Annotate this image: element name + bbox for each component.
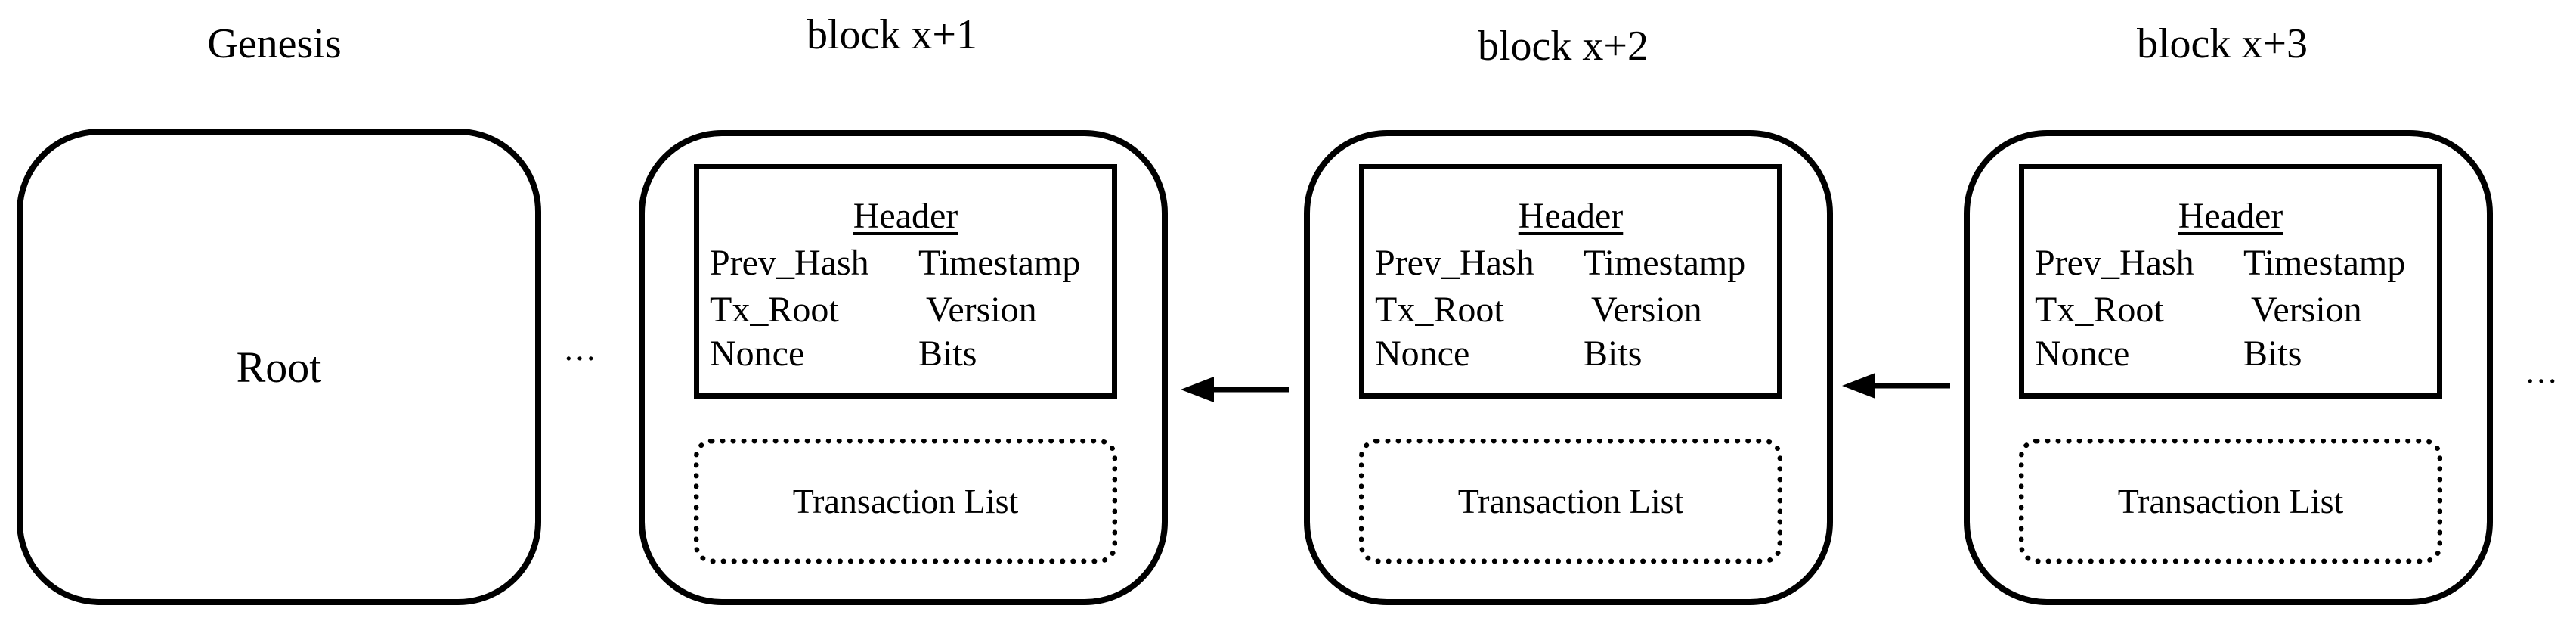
transaction-list-label: Transaction List: [2117, 482, 2344, 520]
block-x2: Header Prev_Hash Timestamp Tx_Root Versi…: [1304, 130, 1833, 605]
bits-field: Bits: [1584, 334, 1643, 374]
block-header: Header Prev_Hash Timestamp Tx_Root Versi…: [1359, 164, 1782, 399]
arrow-left-icon: [1842, 373, 1950, 399]
arrow-left-icon: [1181, 377, 1289, 402]
bits-field: Bits: [918, 334, 977, 374]
timestamp-field: Timestamp: [918, 243, 1081, 283]
tx-root-field: Tx_Root: [710, 290, 839, 330]
block-header: Header Prev_Hash Timestamp Tx_Root Versi…: [2019, 164, 2442, 399]
block-x1-title: block x+1: [807, 11, 977, 58]
nonce-field: Nonce: [2035, 334, 2130, 374]
block-x3-title: block x+3: [2137, 20, 2308, 67]
genesis-block: Root: [17, 129, 541, 605]
transaction-list-label: Transaction List: [1457, 482, 1684, 520]
timestamp-field: Timestamp: [1584, 243, 1746, 283]
transaction-list-box: Transaction List: [2019, 439, 2442, 564]
transaction-list-box: Transaction List: [694, 439, 1117, 564]
bits-field: Bits: [2243, 334, 2302, 374]
block-x2-title: block x+2: [1478, 23, 1649, 70]
header-title: Header: [853, 196, 958, 236]
header-title: Header: [2178, 196, 2283, 236]
transaction-list-label: Transaction List: [792, 482, 1019, 520]
prev-hash-field: Prev_Hash: [2035, 243, 2194, 283]
version-field: Version: [926, 290, 1037, 330]
nonce-field: Nonce: [1375, 334, 1470, 374]
tx-root-field: Tx_Root: [2035, 290, 2164, 330]
nonce-field: Nonce: [710, 334, 805, 374]
block-x1: Header Prev_Hash Timestamp Tx_Root Versi…: [639, 130, 1168, 605]
header-title: Header: [1518, 196, 1624, 236]
genesis-title: Genesis: [207, 20, 342, 67]
transaction-list-box: Transaction List: [1359, 439, 1782, 564]
version-field: Version: [2251, 290, 2362, 330]
prev-hash-field: Prev_Hash: [1375, 243, 1534, 283]
tx-root-field: Tx_Root: [1375, 290, 1504, 330]
block-header: Header Prev_Hash Timestamp Tx_Root Versi…: [694, 164, 1117, 399]
version-field: Version: [1591, 290, 1702, 330]
ellipsis-left: …: [563, 331, 596, 368]
root-label: Root: [236, 342, 322, 392]
ellipsis-right: …: [2525, 353, 2558, 390]
block-x3: Header Prev_Hash Timestamp Tx_Root Versi…: [1964, 130, 2493, 605]
prev-hash-field: Prev_Hash: [710, 243, 869, 283]
timestamp-field: Timestamp: [2243, 243, 2406, 283]
